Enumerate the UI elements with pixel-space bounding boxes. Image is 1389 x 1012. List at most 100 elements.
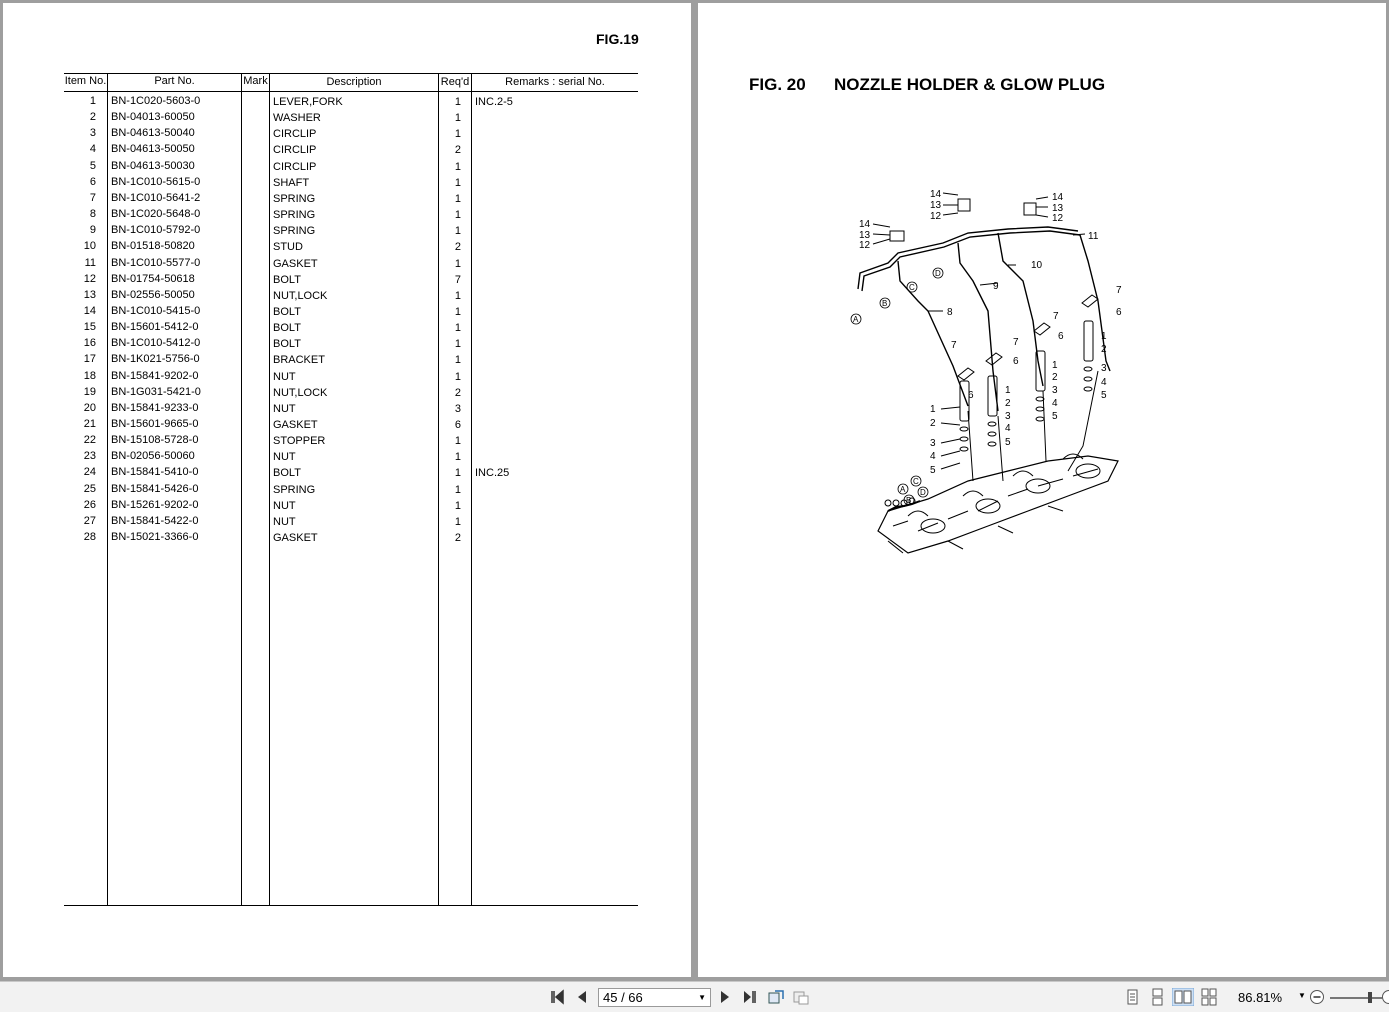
callout-3d: 3 xyxy=(930,438,936,449)
cell-reqd: 1 xyxy=(439,451,461,463)
parts-table: Item No. Part No. Mark Description Req'd… xyxy=(3,3,691,977)
cell-description: BRACKET xyxy=(273,354,433,366)
cell-part-no: BN-1C010-5792-0 xyxy=(111,224,239,236)
zoom-level[interactable]: 86.81% xyxy=(1238,990,1282,1005)
cell-part-no: BN-04613-50040 xyxy=(111,127,239,139)
cell-part-no: BN-04613-50050 xyxy=(111,143,239,155)
facing-icon[interactable] xyxy=(1172,988,1194,1006)
prev-page-icon[interactable] xyxy=(573,988,591,1006)
zoom-slider[interactable] xyxy=(1330,997,1382,999)
cell-item-no: 17 xyxy=(64,353,96,365)
last-page-icon[interactable] xyxy=(740,988,758,1006)
cell-reqd: 1 xyxy=(439,96,461,108)
cell-description: SPRING xyxy=(273,225,433,237)
left-page: FIG.19 Item No. Part No. Mark Descriptio… xyxy=(3,3,691,977)
header-part-no: Part No. xyxy=(108,75,241,87)
cell-description: NUT xyxy=(273,500,433,512)
cell-part-no: BN-1C010-5412-0 xyxy=(111,337,239,349)
cell-part-no: BN-02556-50050 xyxy=(111,289,239,301)
callout-1: 1 xyxy=(1101,331,1107,342)
cell-item-no: 15 xyxy=(64,321,96,333)
cell-item-no: 19 xyxy=(64,386,96,398)
cell-description: SPRING xyxy=(273,193,433,205)
callout-2d: 2 xyxy=(930,418,936,429)
cell-description: BOLT xyxy=(273,274,433,286)
cell-item-no: 22 xyxy=(64,434,96,446)
callout-2b: 2 xyxy=(1052,372,1058,383)
header-description: Description xyxy=(270,76,438,88)
cell-item-no: 6 xyxy=(64,176,96,188)
chevron-down-icon[interactable]: ▼ xyxy=(698,989,706,1006)
cell-item-no: 13 xyxy=(64,289,96,301)
zoom-in-icon[interactable] xyxy=(1381,989,1389,1005)
callout-4b: 4 xyxy=(1052,398,1058,409)
cell-part-no: BN-15261-9202-0 xyxy=(111,499,239,511)
cell-item-no: 4 xyxy=(64,143,96,155)
fit-icon[interactable] xyxy=(792,988,810,1006)
cell-part-no: BN-15108-5728-0 xyxy=(111,434,239,446)
cell-item-no: 18 xyxy=(64,370,96,382)
cell-reqd: 3 xyxy=(439,403,461,415)
cell-description: NUT xyxy=(273,371,433,383)
cell-part-no: BN-15841-5426-0 xyxy=(111,483,239,495)
header-reqd: Req'd xyxy=(439,76,471,88)
cell-item-no: 7 xyxy=(64,192,96,204)
cell-part-no: BN-02056-50060 xyxy=(111,450,239,462)
callout-6: 6 xyxy=(1116,307,1122,318)
callout-4d: 4 xyxy=(930,451,936,462)
cell-part-no: BN-15601-5412-0 xyxy=(111,321,239,333)
cell-reqd: 1 xyxy=(439,161,461,173)
cell-item-no: 5 xyxy=(64,160,96,172)
cell-part-no: BN-15601-9665-0 xyxy=(111,418,239,430)
cell-part-no: BN-1G031-5421-0 xyxy=(111,386,239,398)
next-page-icon[interactable] xyxy=(716,988,734,1006)
callout-14b: 14 xyxy=(1052,192,1064,203)
continuous-icon[interactable] xyxy=(1148,988,1166,1006)
cell-description: STUD xyxy=(273,241,433,253)
cell-reqd: 1 xyxy=(439,193,461,205)
header-remarks: Remarks : serial No. xyxy=(472,76,638,88)
cell-part-no: BN-15841-9202-0 xyxy=(111,370,239,382)
svg-text:C: C xyxy=(909,283,915,292)
svg-text:D: D xyxy=(920,488,926,497)
fig-20-title: NOZZLE HOLDER & GLOW PLUG xyxy=(834,75,1105,95)
callout-1c: 1 xyxy=(1005,385,1011,396)
cell-reqd: 1 xyxy=(439,258,461,270)
cell-description: GASKET xyxy=(273,419,433,431)
cell-part-no: BN-15841-9233-0 xyxy=(111,402,239,414)
callout-4c: 4 xyxy=(1005,423,1011,434)
facing-continuous-icon[interactable] xyxy=(1200,988,1218,1006)
zoom-out-icon[interactable] xyxy=(1309,989,1325,1005)
page-number-input[interactable]: 45 / 66 ▼ xyxy=(598,988,711,1007)
cell-description: NUT,LOCK xyxy=(273,387,433,399)
callout-1d: 1 xyxy=(930,404,936,415)
cell-item-no: 20 xyxy=(64,402,96,414)
callout-12b: 12 xyxy=(1052,213,1064,224)
zoom-slider-handle[interactable] xyxy=(1368,992,1372,1003)
cell-part-no: BN-04013-60050 xyxy=(111,111,239,123)
first-page-icon[interactable] xyxy=(549,988,567,1006)
header-mark: Mark xyxy=(242,75,269,87)
cell-item-no: 27 xyxy=(64,515,96,527)
rotate-icon[interactable] xyxy=(767,988,785,1006)
callout-12: 12 xyxy=(930,211,942,222)
callout-7: 7 xyxy=(1116,285,1122,296)
cell-reqd: 7 xyxy=(439,274,461,286)
cell-item-no: 8 xyxy=(64,208,96,220)
callout-1b: 1 xyxy=(1052,360,1058,371)
cell-item-no: 12 xyxy=(64,273,96,285)
cell-description: CIRCLIP xyxy=(273,144,433,156)
callout-11: 11 xyxy=(1088,231,1099,242)
cell-description: NUT xyxy=(273,516,433,528)
cell-description: BOLT xyxy=(273,338,433,350)
callout-3c: 3 xyxy=(1005,411,1011,422)
cell-part-no: BN-15021-3366-0 xyxy=(111,531,239,543)
right-page: FIG. 20 NOZZLE HOLDER & GLOW PLUG xyxy=(698,3,1386,977)
cell-description: LEVER,FORK xyxy=(273,96,433,108)
zoom-dropdown-icon[interactable]: ▼ xyxy=(1298,991,1306,1000)
cell-description: CIRCLIP xyxy=(273,128,433,140)
callout-14: 14 xyxy=(930,189,942,200)
single-page-icon[interactable] xyxy=(1123,988,1141,1006)
cell-item-no: 2 xyxy=(64,111,96,123)
cell-item-no: 11 xyxy=(64,257,96,269)
